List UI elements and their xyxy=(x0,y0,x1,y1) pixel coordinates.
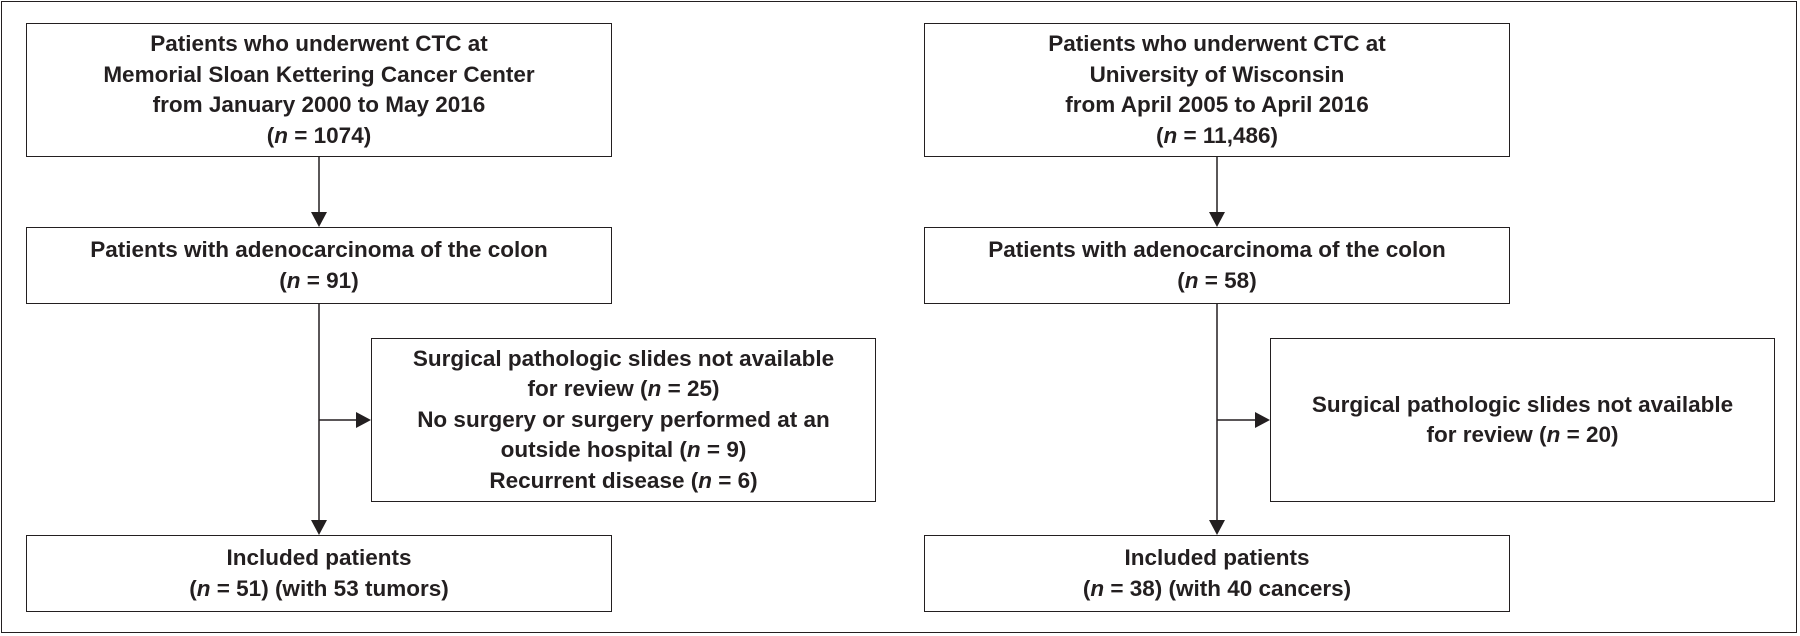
left-adeno-box: Patients with adenocarcinoma of the colo… xyxy=(26,227,612,304)
left-adeno-count: (n = 91) xyxy=(279,267,359,293)
left-source-line-2: Memorial Sloan Kettering Cancer Center xyxy=(103,61,535,87)
right-adeno-box: Patients with adenocarcinoma of the colo… xyxy=(924,227,1510,304)
right-excluded-line-2: for review (n = 20) xyxy=(1426,422,1619,447)
left-excluded-box: Surgical pathologic slides not available… xyxy=(371,338,876,502)
left-source-line-3: from January 2000 to May 2016 xyxy=(152,92,486,117)
right-adeno-line-1: Patients with adenocarcinoma of the colo… xyxy=(988,237,1446,262)
left-source-line-1: Patients who underwent CTC at xyxy=(150,31,488,56)
left-included-box: Included patients (n = 51) (with 53 tumo… xyxy=(26,535,612,612)
right-included-count: (n = 38) (with 40 cancers) xyxy=(1082,575,1352,601)
right-excluded-line-1: Surgical pathologic slides not available xyxy=(1311,391,1734,417)
right-source-line-3: from April 2005 to April 2016 xyxy=(1065,92,1369,117)
right-excluded-box: Surgical pathologic slides not available… xyxy=(1270,338,1775,502)
left-excluded-line-5: Recurrent disease (n = 6) xyxy=(489,467,758,493)
left-included-count: (n = 51) (with 53 tumors) xyxy=(189,575,449,601)
left-excluded-line-4: outside hospital (n = 9) xyxy=(500,437,747,463)
left-excluded-line-3: No surgery or surgery performed at an xyxy=(417,406,830,432)
left-excluded-line-1: Surgical pathologic slides not available xyxy=(412,345,835,371)
right-adeno-count: (n = 58) xyxy=(1177,267,1257,293)
right-included-box: Included patients (n = 38) (with 40 canc… xyxy=(924,535,1510,612)
right-source-line-1: Patients who underwent CTC at xyxy=(1048,31,1386,56)
right-source-count: (n = 11,486) xyxy=(1156,122,1278,148)
right-source-box: Patients who underwent CTC at University… xyxy=(924,23,1510,157)
right-source-line-2: University of Wisconsin xyxy=(1089,61,1345,87)
left-adeno-line-1: Patients with adenocarcinoma of the colo… xyxy=(90,237,548,262)
left-source-count: (n = 1074) xyxy=(266,122,372,148)
right-included-line-1: Included patients xyxy=(1124,545,1310,570)
left-excluded-line-2: for review (n = 25) xyxy=(527,376,720,402)
left-source-box: Patients who underwent CTC at Memorial S… xyxy=(26,23,612,157)
left-included-line-1: Included patients xyxy=(226,545,412,570)
